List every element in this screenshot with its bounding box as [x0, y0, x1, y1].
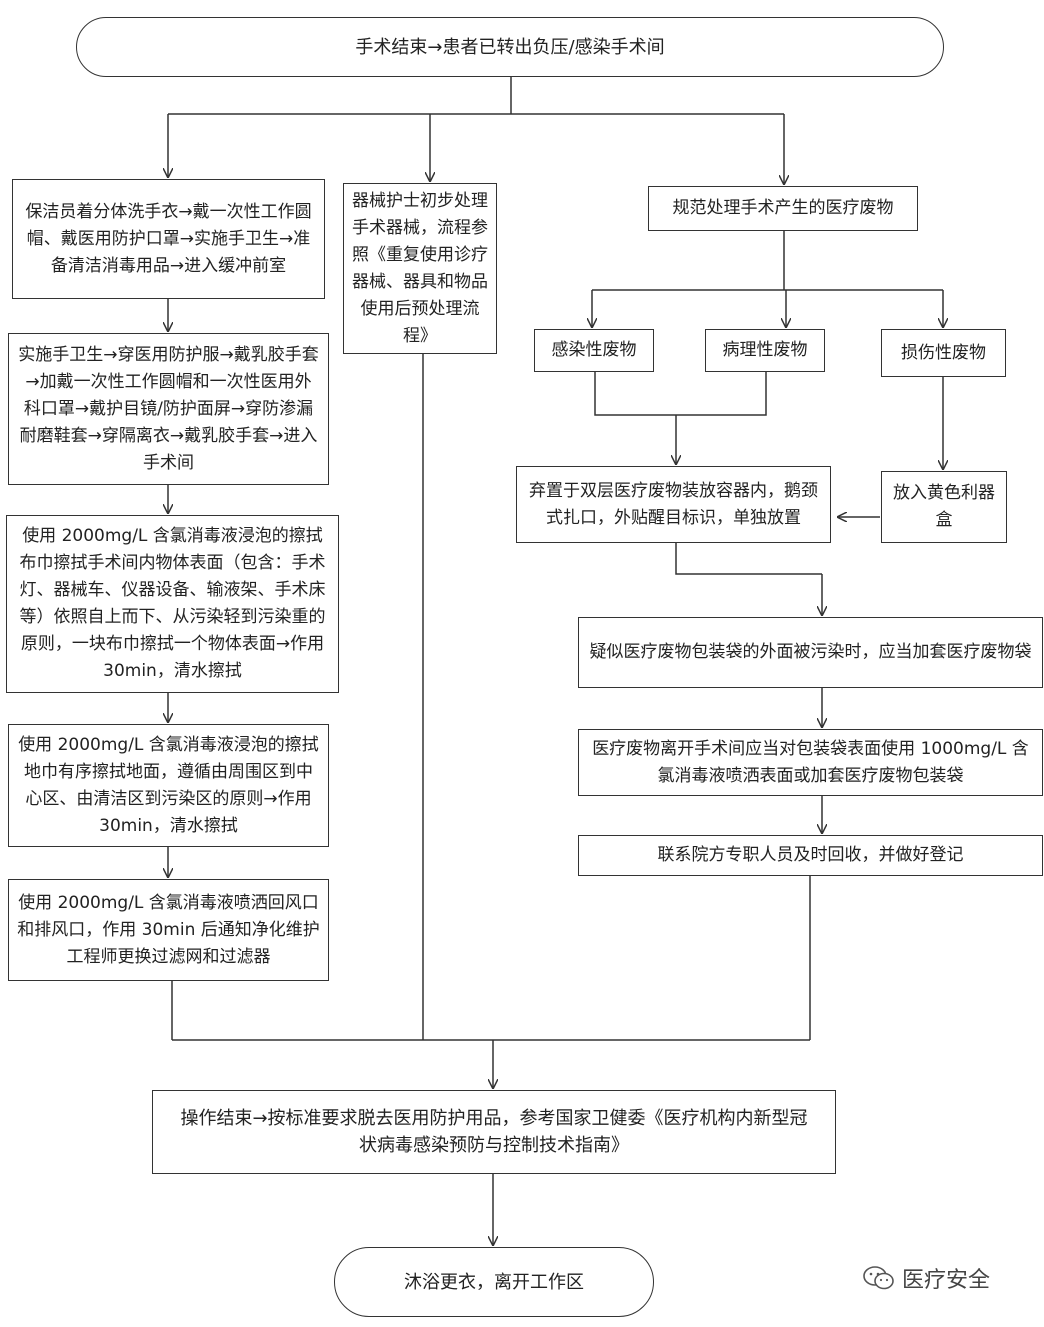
finish-step-text: 操作结束→按标准要求脱去医用防护用品，参考国家卫健委《医疗机构内新型冠状病毒感染…	[180, 1108, 808, 1156]
left-step-4-text: 使用 2000mg/L 含氯消毒液浸泡的擦拭地巾有序擦拭地面，遵循由周围区到中心…	[18, 734, 319, 836]
waste-sharps-text: 损伤性废物	[901, 342, 986, 363]
waste-sharps-box-text: 放入黄色利器盒	[893, 483, 995, 530]
end-node: 沐浴更衣，离开工作区	[334, 1247, 654, 1317]
line-discard-merge	[675, 542, 822, 575]
line-inf-down	[594, 371, 767, 416]
middle-step-text: 器械护士初步处理手术器械，流程参照《重复使用诊疗器械、器具和物品使用后预处理流程…	[352, 190, 488, 346]
end-text: 沐浴更衣，离开工作区	[404, 1271, 584, 1293]
waste-contact: 联系院方专职人员及时回收，并做好登记	[578, 835, 1043, 876]
waste-discard-text: 弃置于双层医疗废物装放容器内，鹅颈式扎口，外贴醒目标识，单独放置	[529, 480, 818, 528]
waste-title: 规范处理手术产生的医疗废物	[648, 186, 918, 231]
waste-pathological: 病理性废物	[705, 329, 825, 372]
waste-sharps: 损伤性废物	[881, 329, 1006, 377]
waste-title-text: 规范处理手术产生的医疗废物	[672, 198, 894, 218]
waste-contaminated-text: 疑似医疗废物包装袋的外面被污染时，应当加套医疗废物袋	[589, 642, 1032, 662]
left-step-5: 使用 2000mg/L 含氯消毒液喷洒回风口和排风口，作用 30min 后通知净…	[8, 879, 329, 981]
left-step-1: 保洁员着分体洗手衣→戴一次性工作圆帽、戴医用防护口罩→实施手卫生→准备清洁消毒用…	[12, 179, 325, 299]
waste-contaminated: 疑似医疗废物包装袋的外面被污染时，应当加套医疗废物袋	[578, 617, 1043, 688]
middle-step: 器械护士初步处理手术器械，流程参照《重复使用诊疗器械、器具和物品使用后预处理流程…	[343, 183, 497, 354]
waste-leave-text: 医疗废物离开手术间应当对包装袋表面使用 1000mg/L 含氯消毒液喷洒表面或加…	[592, 738, 1029, 786]
left-step-3-text: 使用 2000mg/L 含氯消毒液浸泡的擦拭布巾擦拭手术间内物体表面（包含：手术…	[19, 526, 326, 681]
start-node: 手术结束→患者已转出负压/感染手术间	[76, 17, 944, 77]
left-step-3: 使用 2000mg/L 含氯消毒液浸泡的擦拭布巾擦拭手术间内物体表面（包含：手术…	[6, 515, 339, 693]
waste-pathological-text: 病理性废物	[722, 340, 808, 360]
wechat-icon	[863, 1266, 894, 1290]
waste-sharps-box: 放入黄色利器盒	[881, 471, 1007, 543]
left-step-4: 使用 2000mg/L 含氯消毒液浸泡的擦拭地巾有序擦拭地面，遵循由周围区到中心…	[8, 724, 329, 847]
left-step-1-text: 保洁员着分体洗手衣→戴一次性工作圆帽、戴医用防护口罩→实施手卫生→准备清洁消毒用…	[25, 201, 312, 276]
waste-leave: 医疗废物离开手术间应当对包装袋表面使用 1000mg/L 含氯消毒液喷洒表面或加…	[578, 729, 1043, 796]
left-step-2-text: 实施手卫生→穿医用防护服→戴乳胶手套→加戴一次性工作圆帽和一次性医用外科口罩→戴…	[18, 344, 319, 473]
waste-infectious: 感染性废物	[534, 329, 654, 372]
left-step-5-text: 使用 2000mg/L 含氯消毒液喷洒回风口和排风口，作用 30min 后通知净…	[17, 892, 320, 967]
waste-discard: 弃置于双层医疗废物装放容器内，鹅颈式扎口，外贴醒目标识，单独放置	[516, 466, 831, 543]
waste-infectious-text: 感染性废物	[551, 340, 637, 360]
watermark: 医疗安全	[862, 1262, 990, 1294]
start-text: 手术结束→患者已转出负压/感染手术间	[355, 36, 665, 58]
watermark-text: 医疗安全	[902, 1268, 991, 1293]
finish-step: 操作结束→按标准要求脱去医用防护用品，参考国家卫健委《医疗机构内新型冠状病毒感染…	[152, 1090, 836, 1174]
left-step-2: 实施手卫生→穿医用防护服→戴乳胶手套→加戴一次性工作圆帽和一次性医用外科口罩→戴…	[8, 333, 329, 485]
waste-contact-text: 联系院方专职人员及时回收，并做好登记	[657, 845, 964, 865]
